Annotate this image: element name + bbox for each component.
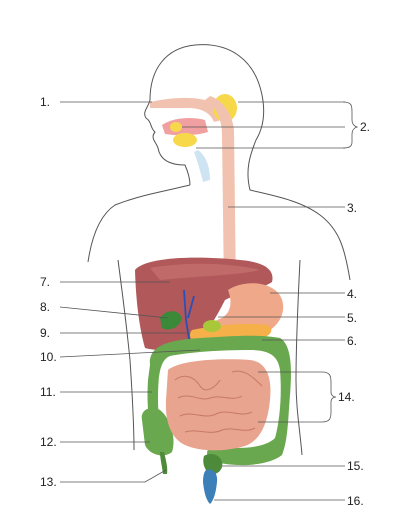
liver-lobe-highlight <box>150 263 260 280</box>
label-4: 4. <box>347 287 357 301</box>
left-shoulder <box>87 184 191 263</box>
label-12: 12. <box>40 435 57 449</box>
label-16: 16. <box>347 494 364 508</box>
bracket-2 <box>342 101 359 149</box>
label-11: 11. <box>40 385 56 399</box>
number-labels: 1. 2. 3. 4. 5. 6. 7. 8. 9. 10. 11. 12. 1… <box>40 95 370 508</box>
anal-canal <box>203 469 218 504</box>
sublingual-gland <box>170 122 182 132</box>
hepatic-duct-right <box>187 295 195 319</box>
pancreas-head <box>203 320 221 332</box>
label-5: 5. <box>347 311 357 325</box>
small-intestine <box>165 359 271 451</box>
left-torso-line <box>117 259 135 451</box>
hepatic-duct-left <box>183 289 187 321</box>
appendix <box>160 452 168 474</box>
pharynx <box>194 150 210 182</box>
right-torso-line <box>295 259 303 456</box>
label-14: 14. <box>338 390 355 404</box>
label-8: 8. <box>40 300 50 314</box>
face-profile <box>144 99 191 186</box>
submandibular-gland <box>173 133 197 147</box>
nasal-passage <box>150 97 222 122</box>
leader-10 <box>59 349 201 358</box>
leader-8 <box>59 306 169 319</box>
cecum <box>141 408 174 456</box>
small-intestine-coils <box>174 370 263 433</box>
gallbladder <box>160 311 182 330</box>
label-1: 1. <box>40 95 50 109</box>
label-15: 15. <box>347 459 364 473</box>
rectum <box>203 454 223 475</box>
leader-13 <box>60 469 167 483</box>
label-9: 9. <box>40 326 50 340</box>
label-7: 7. <box>40 275 50 289</box>
esophagus <box>205 96 236 290</box>
label-3: 3. <box>347 201 357 215</box>
bracket-14 <box>321 371 337 423</box>
head-outline <box>149 44 351 281</box>
leader-lines <box>59 101 345 501</box>
label-6: 6. <box>347 334 357 348</box>
label-13: 13. <box>40 475 57 489</box>
label-2: 2. <box>360 120 370 134</box>
stomach <box>208 283 284 339</box>
label-10: 10. <box>40 350 57 364</box>
